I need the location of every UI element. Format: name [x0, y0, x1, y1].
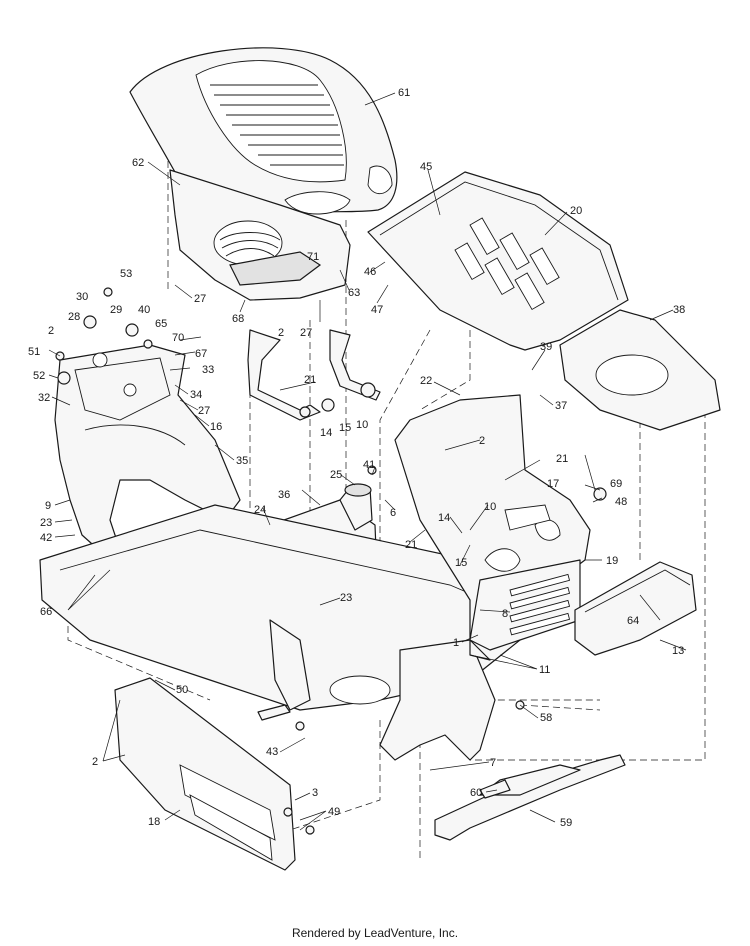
callout-11: 11: [539, 664, 550, 676]
callout-27-top: 27: [194, 293, 206, 305]
callout-6: 6: [390, 507, 396, 519]
callout-3: 3: [312, 787, 318, 799]
callout-labels: 61 62 45 20 71 46 47 63 27 68 2 27 53 30…: [28, 87, 685, 829]
callout-14-top: 14: [320, 427, 332, 439]
front-nose: [394, 394, 591, 661]
callout-2-top: 2: [278, 327, 284, 339]
hardware-parts: [55, 287, 607, 835]
callout-14-nose: 14: [438, 512, 450, 524]
callout-61: 61: [398, 87, 410, 99]
footer-credit: Rendered by LeadVenture, Inc.: [291, 926, 459, 940]
callout-42: 42: [40, 532, 52, 544]
callout-39: 39: [540, 341, 552, 353]
callout-17: 17: [547, 478, 559, 490]
callout-33: 33: [202, 364, 214, 376]
callout-66: 66: [40, 606, 52, 618]
callout-43: 43: [266, 746, 278, 758]
callout-71: 71: [307, 251, 319, 263]
callout-21-low: 21: [405, 539, 417, 551]
callout-50: 50: [176, 684, 188, 696]
callout-37: 37: [555, 400, 567, 412]
bumper-cover: [574, 561, 697, 656]
callout-27-dash: 27: [198, 405, 210, 417]
callout-16: 16: [210, 421, 222, 433]
callout-28: 28: [68, 311, 80, 323]
callout-32: 32: [38, 392, 50, 404]
callout-40: 40: [138, 304, 150, 316]
callout-2-nose: 2: [479, 435, 485, 447]
callout-13: 13: [672, 645, 684, 657]
callout-69: 69: [610, 478, 622, 490]
callout-68: 68: [232, 313, 244, 325]
callout-34: 34: [190, 389, 202, 401]
callout-20: 20: [570, 205, 582, 217]
callout-48: 48: [615, 496, 627, 508]
callout-53: 53: [120, 268, 132, 280]
callout-46: 46: [364, 266, 376, 278]
callout-21-nose: 21: [556, 453, 568, 465]
callout-30: 30: [76, 291, 88, 303]
callout-38: 38: [673, 304, 685, 316]
callout-67: 67: [195, 348, 207, 360]
callout-36: 36: [278, 489, 290, 501]
callout-23-left: 23: [40, 517, 52, 529]
callout-52: 52: [33, 370, 45, 382]
callout-60: 60: [470, 787, 482, 799]
callout-29: 29: [110, 304, 122, 316]
callout-9: 9: [45, 500, 51, 512]
callout-47: 47: [371, 304, 383, 316]
callout-49: 49: [328, 806, 340, 818]
callout-59: 59: [560, 817, 572, 829]
callout-21-bracket: 21: [304, 374, 316, 386]
callout-63: 63: [348, 287, 360, 299]
callout-2-left: 2: [48, 325, 54, 337]
callout-41: 41: [363, 459, 375, 471]
callout-7: 7: [490, 757, 496, 769]
front-bumper: [434, 754, 626, 841]
callout-27-mid: 27: [300, 327, 312, 339]
callout-24: 24: [254, 504, 266, 516]
side-panel: [114, 677, 296, 871]
front-hood-panel: [367, 171, 629, 351]
callout-19: 19: [606, 555, 618, 567]
callout-2-side: 2: [92, 756, 98, 768]
callout-65: 65: [155, 318, 167, 330]
callout-58: 58: [540, 712, 552, 724]
callout-18: 18: [148, 816, 160, 828]
dash-panel: [54, 344, 241, 561]
callout-15-top: 15: [339, 422, 351, 434]
grille-shroud: [169, 169, 351, 301]
callout-35: 35: [236, 455, 248, 467]
callout-62: 62: [132, 157, 144, 169]
leader-lines: [48, 92, 687, 831]
callout-23-tank: 23: [340, 592, 352, 604]
callout-1: 1: [453, 637, 459, 649]
callout-25: 25: [330, 469, 342, 481]
callout-64: 64: [627, 615, 639, 627]
callout-70: 70: [172, 332, 184, 344]
callout-22: 22: [420, 375, 432, 387]
frame: [39, 504, 546, 761]
callout-10-nose: 10: [484, 501, 496, 513]
callout-15-nose: 15: [455, 557, 467, 569]
callout-51: 51: [28, 346, 40, 358]
hood-brackets: [247, 329, 381, 421]
callout-8: 8: [502, 608, 508, 620]
battery-tray: [559, 309, 721, 431]
callout-45: 45: [420, 161, 432, 173]
callout-10-top: 10: [356, 419, 368, 431]
